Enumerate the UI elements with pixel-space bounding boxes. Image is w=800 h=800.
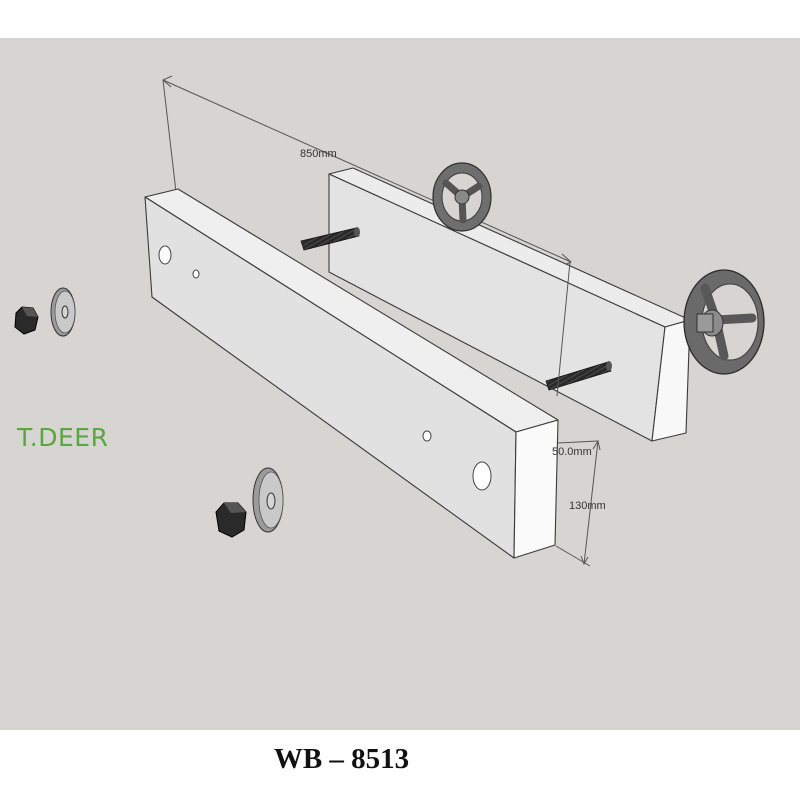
rear-handwheel [432, 162, 492, 232]
brand-logo-text: T.DEER [17, 423, 109, 452]
length-dimension: 850mm [162, 75, 572, 267]
height-dimension: 130mm [555, 439, 606, 567]
washer-upper [50, 287, 76, 337]
front-handwheel [683, 269, 765, 375]
length-label: 850mm [300, 148, 337, 160]
washer-lower [252, 467, 284, 533]
thickness-dimension: 50.0mm [552, 261, 599, 458]
threaded-rod-lower [545, 361, 612, 391]
board-large-hole-left [158, 245, 172, 265]
threaded-rod-upper [300, 227, 360, 251]
nut-upper [14, 306, 39, 335]
front-jaw-board [144, 188, 559, 559]
board-small-hole-right [422, 430, 432, 442]
board-large-hole-right [472, 461, 492, 491]
height-label: 130mm [569, 500, 606, 512]
nut-lower [215, 502, 247, 538]
thickness-label: 50.0mm [552, 446, 592, 458]
board-small-hole-left [192, 269, 200, 279]
model-number-caption: WB – 8513 [273, 743, 410, 775]
